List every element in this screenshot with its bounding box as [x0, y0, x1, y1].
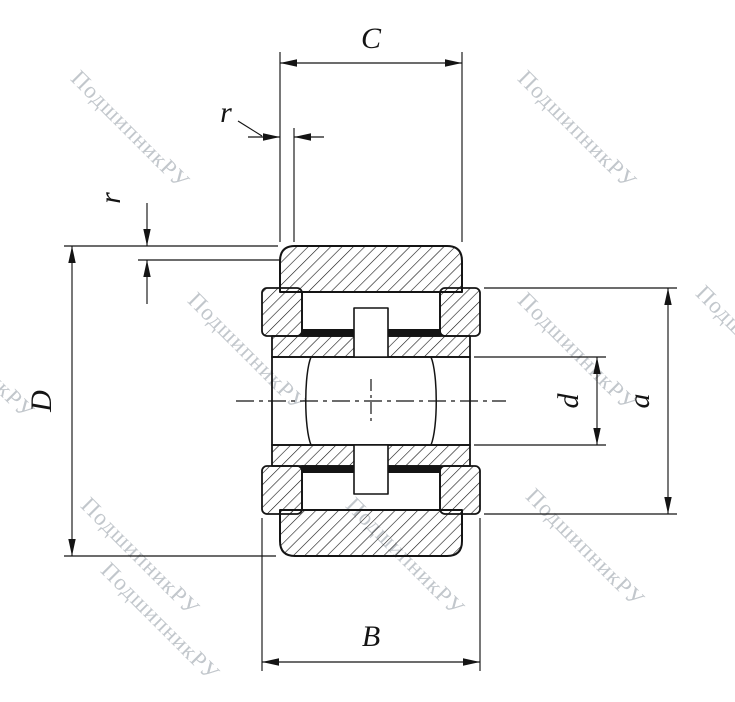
oil-hole-top	[353, 307, 389, 358]
dimension-label-C: C	[361, 22, 382, 55]
side-plate-top-right	[439, 287, 481, 337]
side-plate-top-left	[261, 287, 303, 337]
dimension-label-r-top: r	[220, 96, 232, 129]
outer-ring-top-section	[279, 245, 463, 293]
dimension-label-r-left: r	[94, 192, 127, 204]
side-plate-bottom-left	[261, 465, 303, 515]
dimension-label-a: a	[623, 394, 656, 409]
dimension-label-d: d	[552, 393, 585, 409]
oil-hole-bottom	[353, 444, 389, 495]
r-top-leader	[237, 120, 263, 137]
dimension-label-B: B	[362, 620, 380, 653]
side-plate-bottom-right	[439, 465, 481, 515]
bearing-section	[236, 245, 506, 557]
dimension-label-D: D	[25, 390, 58, 413]
dimensions: C r r D d a	[25, 22, 677, 671]
outer-ring-bottom-section	[279, 509, 463, 557]
